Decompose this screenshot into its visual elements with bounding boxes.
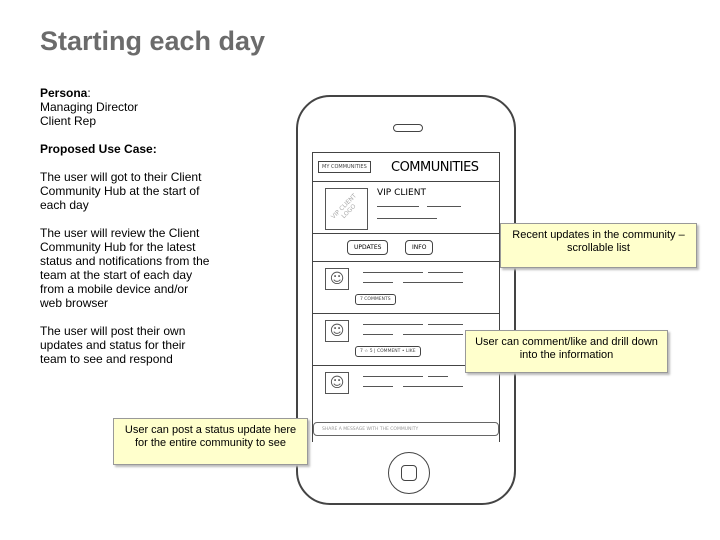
client-card: VIP CLIENT LOGO VIP CLIENT xyxy=(313,182,499,234)
tab-info[interactable]: INFO xyxy=(405,240,434,255)
back-button[interactable]: MY COMMUNITIES xyxy=(318,161,371,173)
client-name: VIP CLIENT xyxy=(377,188,426,198)
page-title: Starting each day xyxy=(40,26,266,56)
use-case-label: Proposed Use Case: xyxy=(40,142,157,156)
paragraph: The user will post their own updates and… xyxy=(40,324,186,366)
screen-header: MY COMMUNITIES COMMUNITIES xyxy=(313,152,499,182)
paragraph: The user will got to their Client Commun… xyxy=(40,170,202,212)
tab-updates[interactable]: UPDATES xyxy=(347,240,389,255)
speaker-icon xyxy=(393,124,423,132)
post-item[interactable]: ☺ 7 COMMENTS xyxy=(313,262,499,314)
post-item[interactable]: ☺ 7 ☆ 5 | COMMENT • LIKE xyxy=(313,314,499,366)
client-logo: VIP CLIENT LOGO xyxy=(325,188,368,230)
persona-line: Managing Director xyxy=(40,100,139,114)
paragraph: The user will review the Client Communit… xyxy=(40,226,210,310)
logo-text: VIP CLIENT LOGO xyxy=(330,192,359,221)
message-input[interactable]: SHARE A MESSAGE WITH THE COMMUNITY xyxy=(313,422,499,436)
avatar-icon: ☺ xyxy=(325,372,349,394)
callout-updates: Recent updates in the community – scroll… xyxy=(500,223,697,268)
phone-mockup: MY COMMUNITIES COMMUNITIES VIP CLIENT LO… xyxy=(296,95,516,505)
screen-title: COMMUNITIES xyxy=(391,160,479,175)
comments-button[interactable]: 7 COMMENTS xyxy=(355,294,396,305)
avatar-icon: ☺ xyxy=(325,320,349,342)
post-item[interactable]: ☺ xyxy=(313,366,499,404)
comment-like-button[interactable]: 7 ☆ 5 | COMMENT • LIKE xyxy=(355,346,421,357)
tab-bar: UPDATES INFO xyxy=(313,234,499,262)
persona-line: Client Rep xyxy=(40,114,97,128)
phone-screen: MY COMMUNITIES COMMUNITIES VIP CLIENT LO… xyxy=(312,152,500,442)
home-button[interactable] xyxy=(388,452,430,494)
persona-label: Persona xyxy=(40,86,88,100)
callout-post: User can post a status update here for t… xyxy=(113,418,308,465)
avatar-icon: ☺ xyxy=(325,268,349,290)
callout-comment: User can comment/like and drill down int… xyxy=(465,330,668,373)
description-panel: Persona: Managing Director Client Rep Pr… xyxy=(40,86,210,366)
